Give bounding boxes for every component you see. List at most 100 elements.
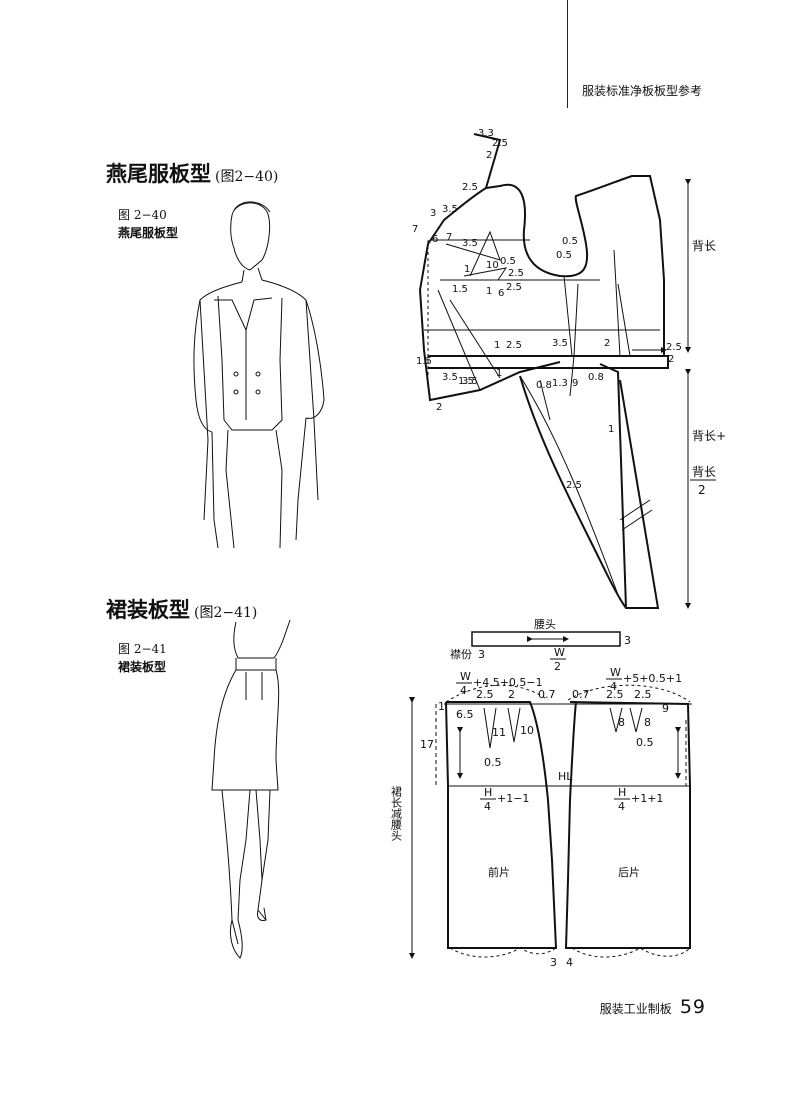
measure: 1 (496, 368, 502, 379)
length-label: 裙长减腰头 (390, 786, 403, 841)
measure: 2.5 (506, 340, 522, 351)
section-title-tailcoat: 燕尾服板型(图2−40) (106, 158, 278, 188)
measure: 2 (486, 150, 492, 161)
page-number: 59 (679, 996, 706, 1018)
skirt-pattern-drawing (409, 631, 692, 959)
tailcoat-vertical-labels: 背长 背长+ 背长 2 (690, 239, 726, 497)
measure: 0.8 (588, 372, 604, 383)
measure: 2.5 (666, 342, 682, 353)
tailcoat-pattern-drawing (418, 133, 691, 609)
back-length-label: 背长 (692, 239, 716, 253)
back-waist-den: 4 (610, 680, 617, 693)
dim: 4 (566, 956, 573, 969)
measure: 3.5 (442, 372, 458, 383)
measure: 1.3 (552, 378, 568, 389)
dim: 8 (644, 716, 651, 729)
back-panel-label: 后片 (618, 866, 640, 879)
measure: 2.5 (566, 480, 582, 491)
dim: 1 (438, 700, 445, 713)
section-title-text: 燕尾服板型 (106, 162, 211, 186)
measure: 1.5 (458, 376, 474, 387)
band-formula-num: W (554, 646, 565, 659)
caption-tailcoat: 图 2−40 燕尾服板型 (118, 206, 178, 242)
caption-number: 图 2−40 (118, 208, 167, 222)
measure: 3.5 (442, 204, 458, 215)
skirt-figure-illustration (211, 619, 291, 959)
back-length-plus-label: 背长+ (692, 429, 726, 443)
running-head: 服装标准净板板型参考 (581, 84, 702, 98)
measure: 6 (498, 288, 504, 299)
placket-label: 襟份 (450, 648, 472, 661)
measure: 1 (486, 286, 492, 297)
measure: 2.5 (508, 268, 524, 279)
dim: 0.5 (484, 756, 502, 769)
measure: 2.5 (462, 182, 478, 193)
dim: 10 (520, 724, 534, 737)
measure: 3.5 (462, 238, 478, 249)
measure: 1 (608, 424, 614, 435)
section-title-skirt: 裙装板型(图2−41) (106, 594, 257, 624)
measure: 2.5 (492, 138, 508, 149)
measure: 1.5 (416, 356, 432, 367)
back-hip-den: 4 (618, 800, 625, 813)
dim: 6.5 (456, 708, 474, 721)
back-hip-rest: +1+1 (631, 792, 663, 805)
measure: 3.5 (552, 338, 568, 349)
front-waist-num: W (460, 670, 471, 683)
figure-ref: (图2−41) (194, 605, 258, 621)
measure: 7 (446, 232, 452, 243)
measure: 10 (486, 260, 499, 271)
measure: 2 (668, 354, 674, 365)
measure: 0.5 (562, 236, 578, 247)
front-hip-rest: +1−1 (497, 792, 529, 805)
dim: 3 (550, 956, 557, 969)
tailcoat-measure-labels: 3.3 2.5 2 2.5 3 3.5 7 6 7 3.5 1 10 0.5 2… (412, 128, 682, 491)
header-rule (567, 0, 568, 108)
dim: 0.5 (636, 736, 654, 749)
caption-number: 图 2−41 (118, 642, 167, 656)
dim: 0.7 (538, 688, 556, 701)
caption-name: 裙装板型 (118, 660, 167, 674)
measure: 9 (572, 378, 578, 389)
dim: 11 (492, 726, 506, 739)
caption-skirt: 图 2−41 裙装板型 (118, 640, 167, 676)
dim: 9 (662, 702, 669, 715)
measure: 6 (432, 234, 438, 245)
dim: 0.7 (572, 688, 590, 701)
front-hip-num: H (484, 786, 492, 799)
skirt-pattern-labels: 腰头 襟份 3 3 W 2 W 4 +4.5+0.5−1 W 4 +5+0.5+… (420, 618, 682, 969)
skirt-length-label: 裙长减腰头 (390, 786, 403, 841)
dim: 17 (420, 738, 434, 751)
footer: 服装工业制板 59 (600, 996, 706, 1018)
front-waist-rest: +4.5+0.5−1 (473, 676, 543, 689)
measure: 1 (494, 340, 500, 351)
fraction-denominator: 2 (698, 483, 706, 497)
dim: 2.5 (476, 688, 494, 701)
back-waist-num: W (610, 666, 621, 679)
band-formula-den: 2 (554, 660, 561, 673)
front-panel-label: 前片 (488, 865, 510, 879)
placket-value: 3 (478, 648, 485, 661)
band-height: 3 (624, 634, 631, 647)
measure: 2 (604, 338, 610, 349)
measure: 1 (464, 264, 470, 275)
measure: 2.5 (506, 282, 522, 293)
dim: 2 (508, 688, 515, 701)
measure: 7 (412, 224, 418, 235)
waistband-label: 腰头 (534, 618, 556, 631)
tailcoat-figure-illustration (193, 201, 325, 549)
measure: 3.3 (478, 128, 494, 139)
book-title: 服装工业制板 (599, 1002, 672, 1016)
caption-name: 燕尾服板型 (118, 226, 179, 240)
figure-ref: (图2−40) (215, 169, 279, 185)
dim: 2.5 (606, 688, 624, 701)
fraction-numerator: 背长 (692, 465, 716, 479)
section-title-text: 裙装板型 (106, 598, 190, 622)
dim: 8 (618, 716, 625, 729)
back-waist-rest: +5+0.5+1 (623, 672, 682, 685)
front-hip-den: 4 (484, 800, 491, 813)
measure: 2 (436, 402, 442, 413)
measure: 0.5 (556, 250, 572, 261)
hip-line-label: HL (558, 770, 573, 783)
